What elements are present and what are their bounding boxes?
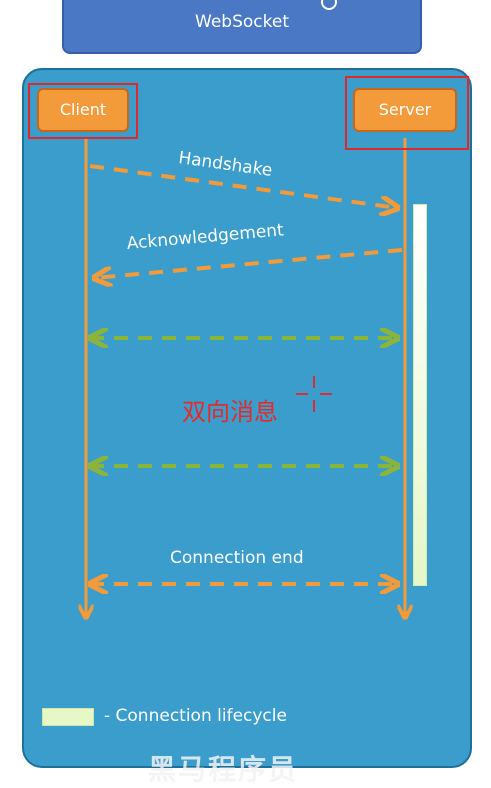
handshake-arrow: [89, 164, 398, 208]
diagram-title-text: WebSocket: [195, 12, 289, 32]
bidirectional-label: 双向消息: [182, 398, 278, 426]
connection-lifecycle-bar: [413, 204, 427, 586]
legend-swatch: [42, 708, 94, 726]
legend-label: - Connection lifecycle: [104, 706, 287, 726]
diagram-panel: [22, 68, 472, 768]
watermark: 黑马程序员: [148, 753, 299, 786]
diagram-title: WebSocket: [62, 0, 422, 54]
server-label: Server: [378, 100, 432, 119]
crosshair-cursor-icon: [296, 376, 332, 412]
acknowledgement-arrow: [94, 248, 403, 278]
title-dot: [321, 0, 337, 10]
client-label: Client: [59, 100, 107, 119]
client-highlight-frame: [28, 83, 138, 139]
server-highlight-frame: [345, 76, 469, 150]
server-actor: Server: [353, 88, 457, 132]
client-actor: Client: [37, 88, 129, 132]
connection-end-label: Connection end: [170, 548, 304, 568]
